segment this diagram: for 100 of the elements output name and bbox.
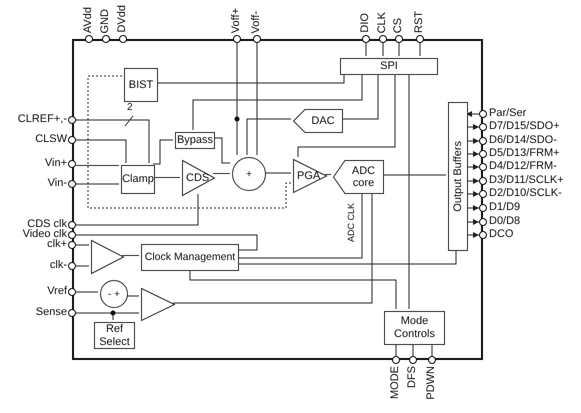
pin-terminal <box>479 150 487 158</box>
block-label: PGA <box>297 170 320 182</box>
signal-line <box>236 42 238 156</box>
pin-terminal <box>68 241 76 249</box>
function-block <box>384 311 445 345</box>
converter-block <box>333 160 384 194</box>
function-block <box>124 68 158 102</box>
pin-label: Video clk <box>22 229 67 240</box>
amplifier-triangle <box>141 288 175 321</box>
pin-label: D4/D12/FRM- <box>489 161 557 172</box>
converter-block <box>293 109 343 133</box>
pin-terminal <box>68 221 76 229</box>
pin-terminal <box>253 35 261 43</box>
block-label: Ref Select <box>98 322 131 348</box>
dashed-line <box>88 76 292 208</box>
pin-label: D6/D14/SDO- <box>489 135 557 146</box>
pin-terminal <box>362 35 370 43</box>
pin-label: D7/D15/SDO+ <box>489 121 560 132</box>
pin-label: Sense <box>36 307 67 318</box>
pin-label: RST <box>414 11 425 33</box>
pin-label: PDWN <box>426 366 437 400</box>
block-label: Output Buffers <box>452 141 464 212</box>
signal-line <box>412 342 414 356</box>
signal-line <box>152 140 174 164</box>
function-block <box>448 102 468 251</box>
pin-terminal <box>479 163 487 171</box>
signal-line <box>212 173 230 174</box>
signal-line <box>398 42 400 56</box>
function-block <box>141 244 239 271</box>
signal-line <box>172 192 372 304</box>
summing-junction <box>232 157 266 191</box>
pin-terminal <box>479 231 487 239</box>
pin-label: CDS clk <box>27 219 67 230</box>
pin-terminal <box>416 35 424 43</box>
pin-terminal <box>68 160 76 168</box>
pin-terminal <box>409 356 417 364</box>
edge-label: ADC CLK <box>347 203 356 242</box>
signal-line <box>76 165 120 166</box>
pin-label: DFS <box>407 366 418 388</box>
signal-line <box>76 194 198 226</box>
pin-label: CLREF+,- <box>18 114 67 125</box>
pin-label: Voff- <box>251 10 262 33</box>
bus-width-label: 2 <box>127 103 133 113</box>
function-block <box>94 322 135 349</box>
block-label: SPI <box>380 60 398 73</box>
signal-line <box>76 140 126 164</box>
block-label: CDS <box>186 172 210 184</box>
signal-line <box>76 120 150 164</box>
pin-label: DVdd <box>117 5 128 33</box>
block-label: BIST <box>128 78 154 92</box>
signal-line <box>408 72 410 310</box>
signal-line <box>76 234 258 250</box>
pin-label: DIO <box>360 13 371 33</box>
pin-terminal <box>68 262 76 270</box>
pin-label: D3/D11/SCLK+ <box>489 175 564 186</box>
pin-terminal <box>68 116 76 124</box>
pin-terminal <box>379 35 387 43</box>
signal-line <box>382 42 384 56</box>
pin-terminal <box>68 231 76 239</box>
pin-terminal <box>395 35 403 43</box>
function-block <box>121 165 155 194</box>
pin-terminal <box>479 137 487 145</box>
amplifier-triangle <box>91 240 124 274</box>
pin-terminal <box>85 35 93 43</box>
pin-label: D0/D8 <box>489 216 520 227</box>
pin-label: CLK <box>377 12 388 33</box>
signal-line <box>190 268 396 310</box>
pin-label: MODE <box>390 366 401 399</box>
signal-line <box>264 172 292 174</box>
signal-line <box>246 118 292 156</box>
pin-terminal <box>428 356 436 364</box>
pin-terminal <box>479 123 487 131</box>
pin-label: Vin- <box>48 178 67 189</box>
block-label: - + <box>108 288 120 300</box>
block-label: Bypass <box>176 134 214 147</box>
pin-label: Voff+ <box>231 8 242 33</box>
pin-label: clk+ <box>47 239 67 250</box>
pin-label: DCO <box>489 229 514 240</box>
block-label: Clamp <box>122 173 154 186</box>
pin-label: Vin+ <box>44 158 67 169</box>
pin-terminal <box>119 35 127 43</box>
signal-line <box>298 72 396 158</box>
signal-line <box>324 174 332 175</box>
amplifier-triangle <box>182 160 215 196</box>
pin-label: Vref <box>47 286 67 297</box>
signal-line <box>192 72 362 130</box>
pin-terminal <box>102 35 110 43</box>
signal-line <box>122 255 140 256</box>
pin-terminal <box>68 309 76 317</box>
pin-terminal <box>479 177 487 185</box>
pin-label: Par/Ser <box>489 108 526 119</box>
block-label: + <box>246 168 252 180</box>
chip-outline <box>72 39 483 360</box>
pin-terminal <box>479 110 487 118</box>
function-block <box>340 58 438 75</box>
pin-label: GND <box>100 8 111 33</box>
signal-line <box>256 42 258 156</box>
pin-label: D1/D9 <box>489 202 520 213</box>
pin-terminal <box>68 180 76 188</box>
pin-terminal <box>392 356 400 364</box>
